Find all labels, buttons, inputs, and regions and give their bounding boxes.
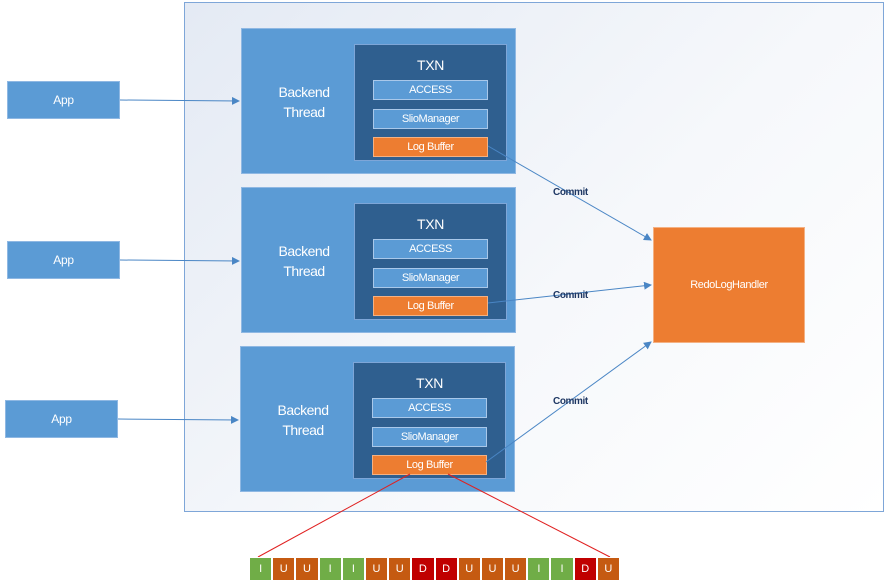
app-label: App [53,253,74,267]
backend-thread-3[interactable]: Backend Thread TXN ACCESS SlioManager Lo… [240,346,515,492]
txn-box[interactable]: TXN ACCESS SlioManager Log Buffer [354,203,507,320]
log-entry-cell: D [573,557,597,581]
commit-arrow-1 [487,145,652,241]
slio-manager-box[interactable]: SlioManager [373,109,488,129]
commit-arrow-3 [485,341,652,463]
app-label: App [51,412,72,426]
log-entry-cell: U [272,557,296,581]
slio-manager-box[interactable]: SlioManager [372,427,487,447]
backend-thread-1[interactable]: Backend Thread TXN ACCESS SlioManager Lo… [241,28,516,174]
backend-thread-label: Backend Thread [278,243,330,279]
buffer-expand-line-left [257,473,411,558]
log-entry-cell: U [457,557,481,581]
log-entry-cell: U [504,557,528,581]
commit-label-3: Commit [553,396,588,407]
txn-label: TXN [415,375,444,391]
app-box-3[interactable]: App [5,400,118,438]
txn-box[interactable]: TXN ACCESS SlioManager Log Buffer [353,362,506,479]
log-entry-cell: D [434,557,458,581]
app-to-thread-arrow-2 [119,256,240,265]
slio-manager-box[interactable]: SlioManager [373,268,488,288]
log-entry-cell: I [341,557,365,581]
backend-thread-label: Backend Thread [278,84,330,120]
txn-box[interactable]: TXN ACCESS SlioManager Log Buffer [354,44,507,161]
buffer-expand-line-right [447,473,611,558]
log-buffer-box[interactable]: Log Buffer [373,296,488,316]
access-box[interactable]: ACCESS [373,80,488,100]
access-box[interactable]: ACCESS [372,398,487,418]
app-box-2[interactable]: App [7,241,120,279]
log-entry-cell: I [318,557,342,581]
log-buffer-box[interactable]: Log Buffer [372,455,487,475]
txn-label: TXN [416,57,445,73]
app-to-thread-arrow-1 [119,96,240,105]
redo-log-handler-label: RedoLogHandler [690,279,768,291]
access-box[interactable]: ACCESS [373,239,488,259]
redo-log-handler-box[interactable]: RedoLogHandler [653,227,805,343]
commit-arrow-2 [487,281,652,304]
log-entry-cell: U [596,557,620,581]
backend-thread-label: Backend Thread [277,402,329,438]
log-entry-cell: D [411,557,435,581]
log-entry-cell: I [550,557,574,581]
commit-label-1: Commit [553,187,588,198]
backend-thread-2[interactable]: Backend Thread TXN ACCESS SlioManager Lo… [241,187,516,333]
commit-label-2: Commit [553,290,588,301]
log-entry-cell: U [480,557,505,581]
log-entry-cell: U [364,557,389,581]
log-entry-cell: U [388,557,412,581]
app-to-thread-arrow-3 [117,415,239,424]
log-buffer-box[interactable]: Log Buffer [373,137,488,157]
app-label: App [53,93,74,107]
txn-label: TXN [416,216,445,232]
log-entry-cell: I [527,557,551,581]
log-entry-cell: I [249,557,273,581]
log-entry-cell: U [295,557,319,581]
app-box-1[interactable]: App [7,81,120,119]
